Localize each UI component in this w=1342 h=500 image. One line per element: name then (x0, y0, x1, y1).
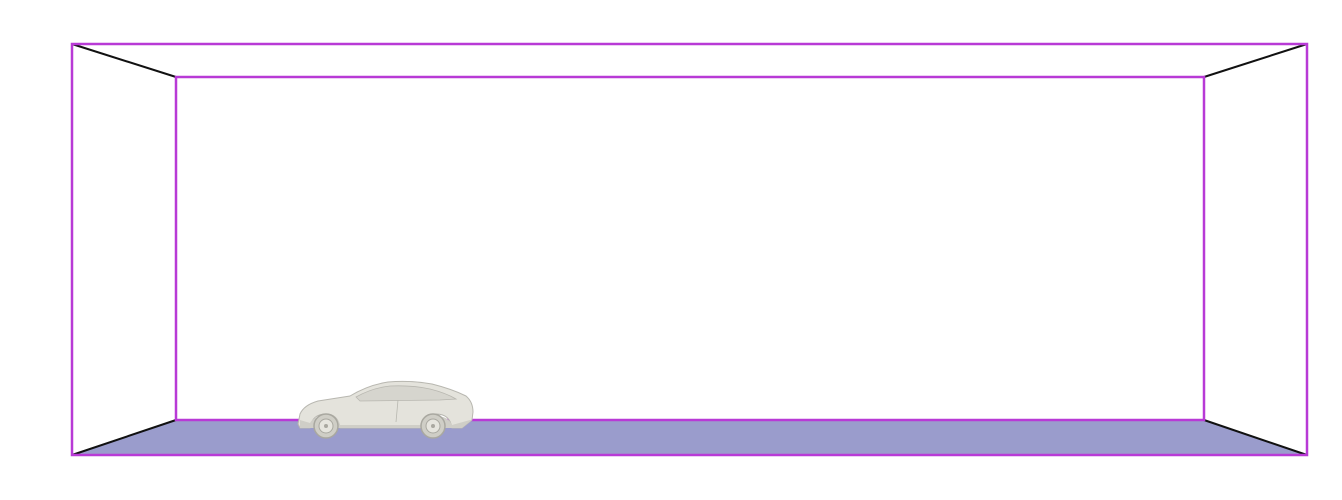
edge-top-right (1203, 43, 1308, 78)
edge-bottom-right (1203, 419, 1308, 456)
domain-outer-frame (70, 42, 1309, 457)
car-windows (355, 385, 458, 402)
car-front-wheel (313, 413, 339, 439)
car-door-line (395, 399, 399, 423)
domain-inner-frame (174, 75, 1206, 422)
car-model[interactable] (297, 380, 474, 439)
edge-bottom-left (71, 419, 177, 456)
edge-top-left (71, 43, 177, 78)
ground-plane (72, 420, 1307, 455)
car-rear-wheel (420, 413, 446, 439)
domain-perspective-edges (71, 43, 1308, 456)
